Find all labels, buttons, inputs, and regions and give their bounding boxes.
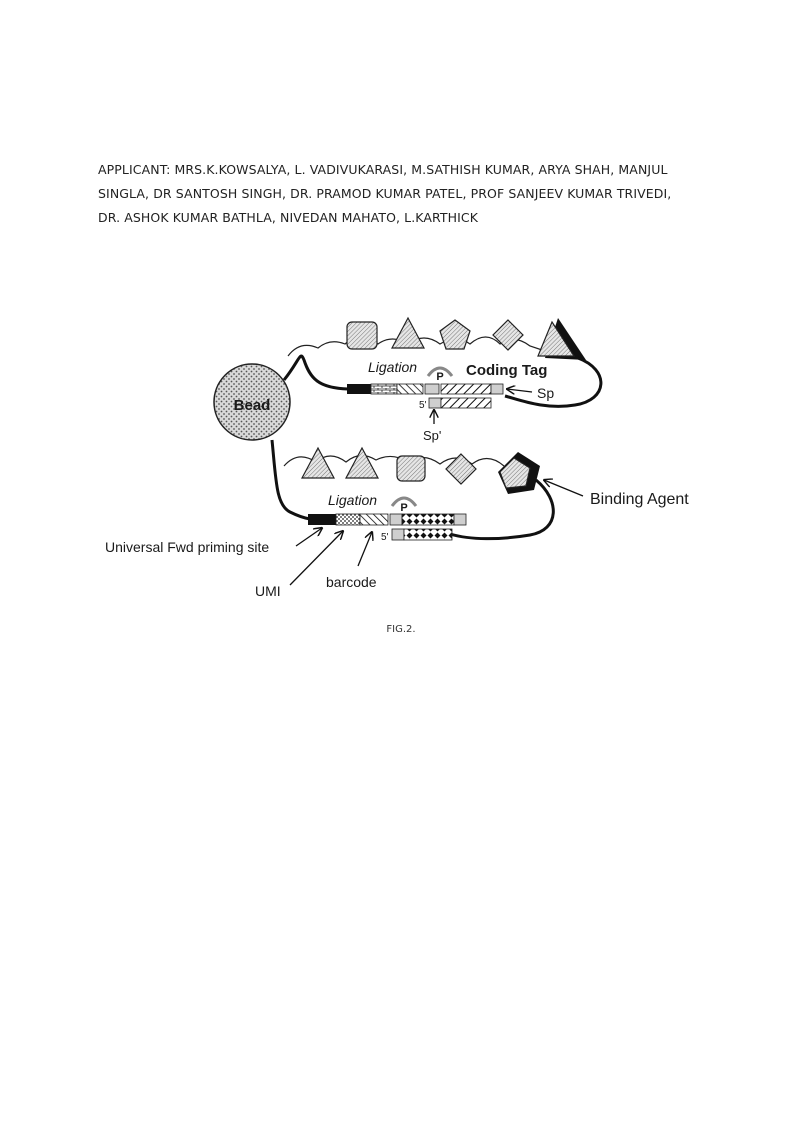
sp-arrow: [507, 389, 533, 392]
top-spacer: [424, 383, 440, 395]
pentagon-shape: [439, 319, 471, 350]
phosphate-bottom-arc: [390, 496, 418, 507]
umi-arrow: [289, 531, 343, 586]
binding-agent-arrow: [544, 480, 584, 497]
universal-fwd-label: Universal Fwd priming site: [105, 539, 269, 555]
diamond-shape-bottom: [445, 453, 477, 485]
bottom-coding-tag-lower: [403, 528, 453, 541]
binding-agent-label: Binding Agent: [590, 491, 689, 508]
triangle-shape-2: [345, 446, 379, 479]
top-coding-tag: [440, 383, 492, 395]
diamond-shape: [492, 319, 524, 351]
coding-tag-label: Coding Tag: [466, 362, 547, 379]
top-linker-bead: [282, 354, 349, 391]
five-prime-top-label: 5': [419, 400, 427, 411]
ligation-top-label: Ligation: [368, 359, 417, 375]
bead-label: Bead: [234, 397, 271, 414]
barcode-label: barcode: [326, 574, 377, 590]
phosphate-bottom-label: P: [400, 502, 407, 514]
bottom-spacer: [389, 513, 403, 526]
bottom-sp-prime: [391, 528, 405, 541]
bottom-linker-agent: [449, 478, 555, 541]
sp-prime-label: Sp': [423, 428, 441, 443]
top-fwd-site: [347, 384, 371, 394]
top-linker-agent: [504, 356, 603, 408]
target-pentagon-bottom: [499, 457, 531, 489]
top-umi: [370, 383, 398, 395]
applicant-line-1: APPLICANT: MRS.K.KOWSALYA, L. VADIVUKARA…: [98, 162, 668, 177]
five-prime-bottom-label: 5': [381, 532, 389, 543]
bottom-sp: [453, 513, 467, 526]
figure-caption: FIG.2.: [386, 624, 416, 635]
square-shape: [346, 321, 378, 350]
top-sp-prime: [428, 397, 442, 409]
triangle-shape-1: [301, 446, 335, 479]
applicant-line-3: DR. ASHOK KUMAR BATHLA, NIVEDAN MAHATO, …: [98, 210, 479, 225]
sp-label: Sp: [537, 385, 554, 401]
bottom-barcode: [359, 513, 389, 526]
bottom-umi: [335, 513, 361, 526]
ligation-bottom-label: Ligation: [328, 492, 377, 508]
applicant-block: APPLICANT: MRS.K.KOWSALYA, L. VADIVUKARA…: [98, 158, 718, 230]
umi-label: UMI: [255, 583, 281, 599]
universal-fwd-arrow: [295, 528, 322, 547]
bottom-linker-bead: [270, 439, 311, 521]
triangle-shape: [391, 316, 425, 349]
top-sp: [490, 383, 504, 395]
top-coding-tag-lower: [440, 397, 492, 409]
barcode-arrow: [357, 532, 372, 567]
phosphate-top-arc: [426, 366, 454, 377]
bottom-fwd-site: [308, 514, 336, 525]
square-shape-bottom: [396, 455, 426, 482]
bead-circle: [213, 363, 291, 441]
phosphate-top-label: P: [436, 371, 443, 383]
target-triangle-top: [537, 320, 576, 357]
bottom-coding-tag: [401, 513, 455, 526]
applicant-line-2: SINGLA, DR SANTOSH SINGH, DR. PRAMOD KUM…: [98, 186, 672, 201]
top-barcode: [396, 383, 424, 395]
